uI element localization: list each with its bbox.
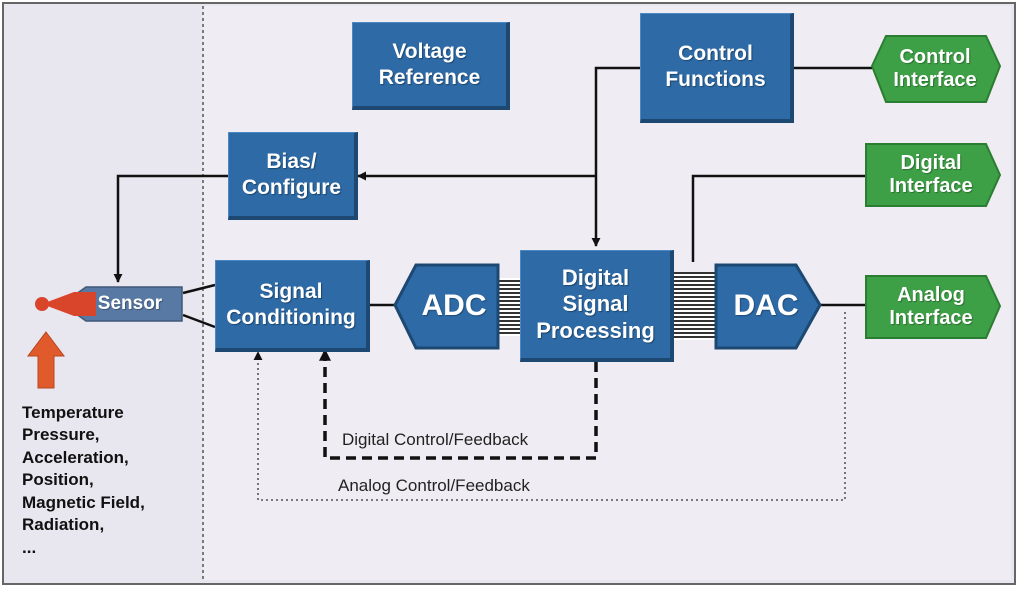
sensor-tip-shape xyxy=(42,292,96,316)
bus-adc-dsp xyxy=(498,278,524,336)
signal-conditioning-block: Signal Conditioning xyxy=(215,260,370,352)
control-functions-line-2: Functions xyxy=(665,67,766,91)
line-dsp-to-digital-interface xyxy=(691,174,866,262)
dac-label: DAC xyxy=(733,288,799,322)
stimulus-item: ... xyxy=(22,537,37,557)
signal-conditioning-line-1: Signal xyxy=(259,280,323,304)
analog-feedback-path xyxy=(253,312,846,501)
control-interface-line-1: Control xyxy=(899,46,971,68)
stimuli-list: Temperature Pressure, Acceleration, Posi… xyxy=(22,402,145,559)
stimulus-item: Radiation, xyxy=(22,515,105,535)
bus-dsp-dac xyxy=(674,272,718,340)
voltage-reference-line-2: Reference xyxy=(378,65,481,89)
dsp-block: Digital Signal Processing xyxy=(520,250,674,362)
voltage-reference-block: Voltage Reference xyxy=(352,22,510,110)
analog-interface-line-2: Interface xyxy=(889,307,973,329)
digital-interface-line-2: Interface xyxy=(889,175,973,197)
line-bias-to-sensor xyxy=(113,174,228,283)
digital-interface-line-1: Digital xyxy=(900,152,962,174)
sensor-label: Sensor xyxy=(97,293,163,315)
analog-interface-line-1: Analog xyxy=(897,284,965,306)
digital-interface-shape xyxy=(865,143,1002,207)
analog-interface-label: Analog Interface xyxy=(868,276,994,338)
stimulus-item: Position, xyxy=(22,470,94,490)
bias-configure-block: Bias/ Configure xyxy=(228,132,358,220)
bias-configure-line-1: Bias/ xyxy=(266,150,317,174)
bias-configure-line-2: Configure xyxy=(241,175,342,199)
digital-feedback-label: Digital Control/Feedback xyxy=(342,430,529,449)
voltage-reference-line-1: Voltage xyxy=(392,40,467,64)
dsp-line-1: Digital xyxy=(561,264,630,290)
analog-interface-shape xyxy=(865,275,1002,339)
digital-feedback-path xyxy=(319,348,598,460)
dac-shape xyxy=(714,263,822,350)
adc-shape xyxy=(393,263,500,350)
sensor-tip-dot xyxy=(35,297,49,311)
control-functions-block: Control Functions xyxy=(640,13,794,123)
stimulus-item: Pressure, xyxy=(22,425,100,445)
dsp-line-2: Signal xyxy=(562,291,629,317)
adc-label: ADC xyxy=(421,288,487,322)
dsp-line-3: Processing xyxy=(536,317,655,343)
digital-interface-label: Digital Interface xyxy=(868,144,994,206)
control-interface-line-2: Interface xyxy=(893,69,977,91)
stimulus-arrow-icon xyxy=(27,331,65,389)
stimulus-item: Acceleration, xyxy=(22,447,129,467)
stimulus-item: Magnetic Field, xyxy=(22,492,145,512)
line-sensor-to-conditioning-bottom xyxy=(182,313,216,329)
line-control-to-dsp xyxy=(591,66,640,247)
signal-conditioning-line-2: Conditioning xyxy=(226,305,356,329)
stimulus-item: Temperature xyxy=(22,403,124,422)
analog-feedback-label: Analog Control/Feedback xyxy=(338,476,530,495)
control-interface-shape xyxy=(870,35,1002,103)
control-functions-line-1: Control xyxy=(678,42,753,66)
control-interface-label: Control Interface xyxy=(876,36,994,102)
line-sensor-to-conditioning-top xyxy=(182,283,216,295)
